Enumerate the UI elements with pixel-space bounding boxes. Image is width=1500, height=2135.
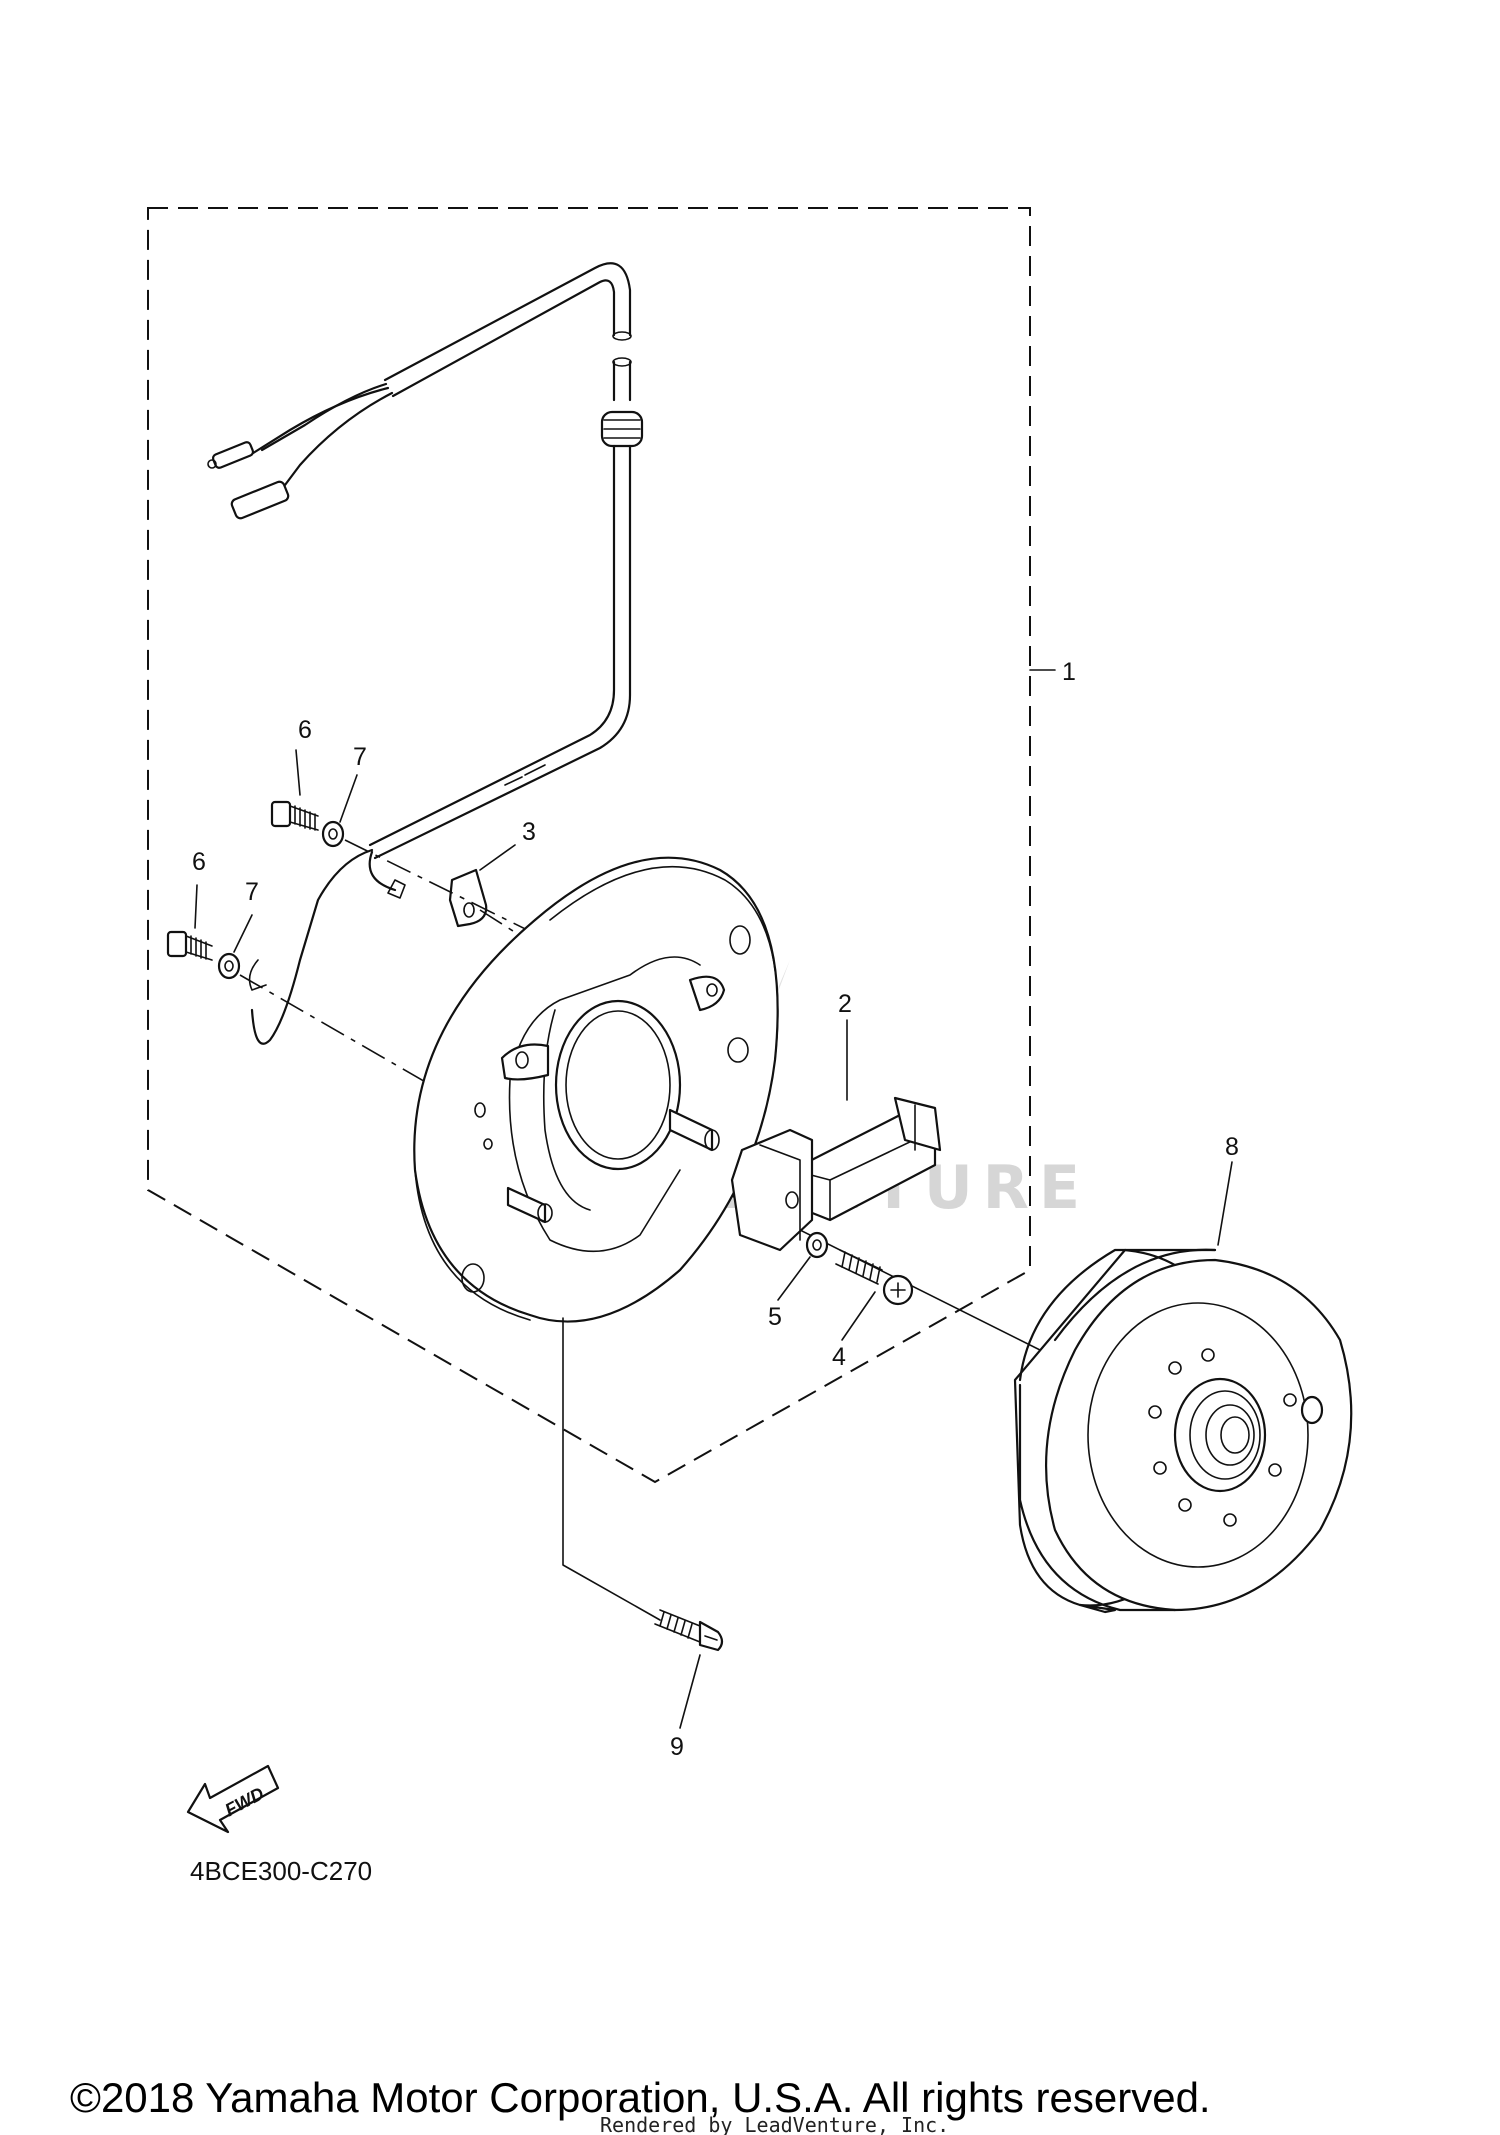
screw-6-upper: [270, 800, 319, 831]
stator-plate: [413, 856, 779, 1323]
washer-7-upper: [321, 820, 345, 848]
clamp-3: [448, 868, 488, 928]
callout-2: 2: [838, 990, 852, 1018]
callout-4: 4: [832, 1343, 846, 1371]
diagram-code: 4BCE300-C270: [190, 1856, 372, 1886]
rendered-by-notice: Rendered by LeadVenture, Inc.: [600, 2113, 949, 2135]
screw-4: [835, 1249, 914, 1306]
pickup-coil-2: [730, 1096, 942, 1252]
callout-5: 5: [768, 1303, 782, 1331]
copyright-notice: ©2018 Yamaha Motor Corporation, U.S.A. A…: [70, 2074, 1211, 2121]
grommet: [600, 410, 644, 448]
callout-leaders: [194, 749, 1233, 1729]
screw-9: [654, 1609, 724, 1652]
callout-6a: 6: [298, 716, 312, 744]
washer-7-lower: [217, 952, 241, 980]
callout-6b: 6: [192, 848, 206, 876]
washer-5: [805, 1231, 829, 1259]
assembly-boundary: [147, 207, 1031, 1484]
callout-9-guide: [562, 1317, 661, 1621]
callout-1: 1: [1062, 658, 1076, 686]
centerline-upper-screw: [344, 839, 731, 1031]
callout-3: 3: [522, 818, 536, 846]
callout-7b: 7: [245, 878, 259, 906]
screw-6-lower: [166, 930, 213, 961]
wire-harness: [207, 262, 644, 1045]
callout-9: 9: [670, 1733, 684, 1761]
fwd-arrow-icon: FWD: [186, 1764, 280, 1834]
callout-labels: 1 2 3 4 5 6 6 7 7 8 9: [192, 658, 1239, 1761]
callout-8: 8: [1225, 1133, 1239, 1161]
callout-7a: 7: [353, 743, 367, 771]
flywheel-rotor-8: [1013, 1248, 1353, 1614]
